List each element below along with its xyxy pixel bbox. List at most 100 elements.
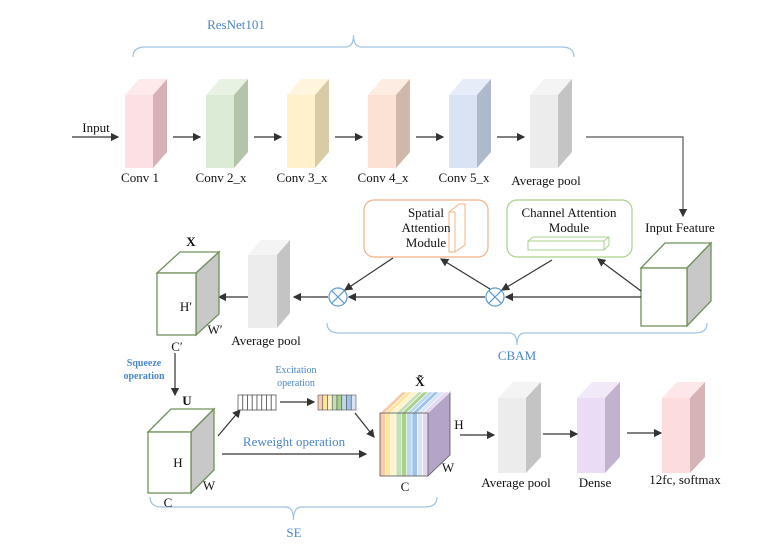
cbam-avgpool-block-top xyxy=(248,240,290,255)
excited-vector-cell xyxy=(336,394,343,411)
excited-vector-cell xyxy=(322,394,328,411)
arrow-spatial-to-mult1 xyxy=(344,257,394,291)
arrow-channel-to-mult2 xyxy=(500,259,553,291)
input-feature-label: Input Feature xyxy=(645,220,715,235)
cbam-avgpool-block-side xyxy=(277,240,290,328)
resnet-block-0-side xyxy=(153,79,167,168)
resnet-block-2 xyxy=(287,79,329,168)
resnet-block-4-front xyxy=(449,95,477,168)
tensor-x-front xyxy=(156,272,197,336)
head-softmax-label: 12fc, softmax xyxy=(649,472,721,487)
head-avgpool-label: Average pool xyxy=(481,475,551,490)
input-feature-tensor-front xyxy=(640,267,688,327)
excited-vector-cell xyxy=(341,394,347,411)
block-label-conv3: Conv 3_x xyxy=(277,170,328,185)
spatial-module-line1: Spatial xyxy=(408,205,444,220)
tensor-xtilde-slice xyxy=(379,412,386,477)
squeeze-line1: Squeeze xyxy=(127,358,162,369)
arrow-to-input-feature xyxy=(586,136,688,218)
excited-vector-cell xyxy=(331,394,338,411)
resnet-block-3 xyxy=(368,79,410,168)
tensor-xtilde-c: C xyxy=(401,479,410,494)
squeezed-vector-cell xyxy=(237,394,244,411)
tensor-u-h: H xyxy=(173,455,182,470)
resnet-block-2-side xyxy=(315,79,329,168)
block-label-conv5: Conv 5_x xyxy=(439,170,490,185)
head-block-0-top xyxy=(498,382,541,398)
cbam-title: CBAM xyxy=(498,348,537,363)
channel-module-line1: Channel Attention xyxy=(522,205,617,220)
head-block-0 xyxy=(498,382,541,473)
cbam-avgpool-block-front xyxy=(248,255,277,328)
spatial-module-line3: Module xyxy=(406,235,447,250)
tensor-u-w: W xyxy=(203,478,216,493)
channel-vector-edge2 xyxy=(603,236,610,242)
multiply-spatial xyxy=(328,287,348,307)
arrow-u-to-vector xyxy=(217,409,241,437)
multiply-channel xyxy=(485,287,505,307)
resnet-block-5-front xyxy=(530,95,558,168)
tensor-x-label: X xyxy=(186,234,196,249)
tensor-u-front xyxy=(147,431,192,494)
tensor-xtilde-slice xyxy=(395,412,402,477)
tensor-x-c: C′ xyxy=(171,339,183,354)
tensor-xtilde-slice xyxy=(406,412,413,477)
arrow-feature-to-channel xyxy=(597,258,642,292)
head-block-2 xyxy=(662,382,705,473)
resnet-block-3-side xyxy=(396,79,410,168)
head-block-2-front xyxy=(662,398,690,473)
resnet-block-1-side xyxy=(234,79,248,168)
spatial-module-line2: Attention xyxy=(401,220,451,235)
tensor-xtilde-h: H xyxy=(454,417,463,432)
resnet-block-2-front xyxy=(287,95,315,168)
block-label-avgpool: Average pool xyxy=(511,173,581,188)
resnet-block-3-front xyxy=(368,95,396,168)
squeezed-vector-cell xyxy=(261,394,267,411)
squeezed-vector xyxy=(237,394,277,411)
resnet-block-4 xyxy=(449,79,491,168)
reweight-label: Reweight operation xyxy=(243,434,346,449)
head-block-1 xyxy=(577,382,620,473)
tensor-x-h: H′ xyxy=(180,299,192,314)
squeezed-vector-cell xyxy=(247,394,253,411)
resnet-block-1 xyxy=(206,79,248,168)
block-label-conv2: Conv 2_x xyxy=(196,170,247,185)
excited-vector xyxy=(317,394,357,411)
head-block-1-top xyxy=(577,382,620,398)
channel-vector-icon xyxy=(527,236,610,251)
excited-vector-cell xyxy=(317,394,324,411)
tensor-xtilde-label: X̃ xyxy=(415,374,425,389)
tensor-xtilde-slice xyxy=(422,412,429,477)
se-title: SE xyxy=(286,525,301,540)
input-feature-tensor xyxy=(639,241,713,328)
tensor-xtilde-w: W xyxy=(442,460,455,475)
multiply-channel-cross xyxy=(488,290,502,304)
cbam-avgpool-block xyxy=(248,240,290,328)
excited-vector-cell xyxy=(350,394,357,411)
head-block-1-side xyxy=(605,382,620,473)
squeezed-vector-cell xyxy=(251,394,258,411)
head-block-0-front xyxy=(498,398,526,473)
head-block-2-side xyxy=(690,382,705,473)
cbam-brace xyxy=(326,322,708,346)
resnet-block-1-front xyxy=(206,95,234,168)
tensor-xtilde-slice xyxy=(401,412,407,477)
channel-module-line2: Module xyxy=(549,220,590,235)
tensor-u-c: C xyxy=(164,495,173,510)
tensor-xtilde-slice xyxy=(417,412,423,477)
spatial-map-icon xyxy=(448,203,466,253)
excited-vector-cell xyxy=(327,394,333,411)
excitation-line2: operation xyxy=(277,378,315,389)
tensor-u xyxy=(146,407,216,495)
resnet-title: ResNet101 xyxy=(207,17,265,32)
tensor-x-w: W′ xyxy=(207,322,222,337)
resnet-block-5 xyxy=(530,79,572,168)
resnet-block-4-side xyxy=(477,79,491,168)
resnet-brace xyxy=(132,34,575,58)
input-label: Input xyxy=(82,120,110,135)
head-block-0-side xyxy=(526,382,541,473)
spatial-attention-module-box xyxy=(363,199,489,258)
head-block-2-top xyxy=(662,382,705,398)
